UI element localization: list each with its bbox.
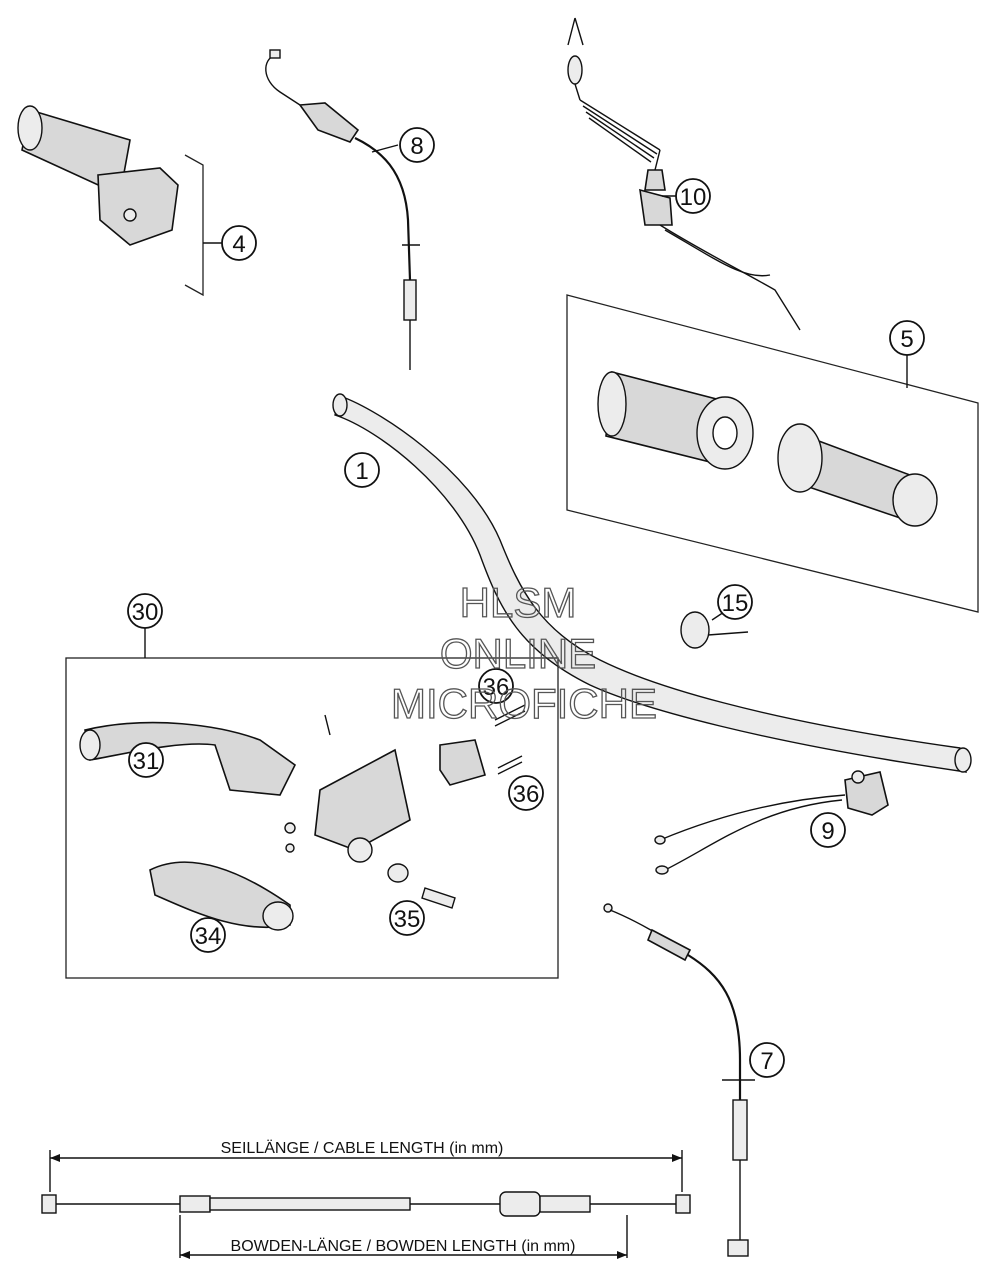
throttle-grip <box>17 105 222 297</box>
callout-36-lower: 36 <box>508 775 544 811</box>
callout-36-upper: 36 <box>478 668 514 704</box>
svg-text:HLSM: HLSM <box>460 579 577 626</box>
svg-text:35: 35 <box>394 906 421 933</box>
handlebar <box>332 393 972 773</box>
emergency-stop-switch <box>567 17 801 331</box>
svg-text:1: 1 <box>355 458 368 485</box>
callout-9: 9 <box>810 812 846 848</box>
callout-1: 1 <box>344 452 380 488</box>
callout-10: 10 <box>675 178 711 214</box>
cable-length-label: SEILLÄNGE / CABLE LENGTH (in mm) <box>221 1139 504 1157</box>
svg-text:31: 31 <box>133 748 160 775</box>
svg-text:15: 15 <box>722 590 749 617</box>
svg-text:8: 8 <box>410 133 423 160</box>
svg-text:36: 36 <box>513 781 540 808</box>
svg-text:7: 7 <box>760 1048 773 1075</box>
bowden-length-label: BOWDEN-LÄNGE / BOWDEN LENGTH (in mm) <box>231 1237 576 1255</box>
callout-30: 30 <box>127 593 163 629</box>
clutch-lever-assembly <box>65 628 559 979</box>
svg-text:30: 30 <box>132 599 159 626</box>
svg-text:34: 34 <box>195 923 222 950</box>
callout-34: 34 <box>190 917 226 953</box>
callout-7: 7 <box>749 1042 785 1078</box>
grip-set <box>566 294 979 613</box>
clutch-cable <box>603 903 755 1257</box>
svg-text:5: 5 <box>900 326 913 353</box>
svg-text:ONLINE: ONLINE <box>440 630 596 677</box>
svg-text:36: 36 <box>483 674 510 701</box>
callout-31: 31 <box>128 742 164 778</box>
svg-text:10: 10 <box>680 184 707 211</box>
callout-35: 35 <box>389 900 425 936</box>
callout-8: 8 <box>399 127 435 163</box>
throttle-cable <box>265 49 420 370</box>
watermark: HLSM ONLINE MICROFICHE <box>390 578 657 727</box>
svg-text:MICROFICHE: MICROFICHE <box>391 680 657 727</box>
handlebar-switch <box>654 770 889 875</box>
svg-text:4: 4 <box>232 231 245 258</box>
callout-15: 15 <box>717 584 753 620</box>
callout-5: 5 <box>889 320 925 356</box>
callout-4: 4 <box>221 225 257 261</box>
cable-length-diagram <box>41 1150 691 1259</box>
svg-text:9: 9 <box>821 818 834 845</box>
cable-tie <box>680 611 749 649</box>
